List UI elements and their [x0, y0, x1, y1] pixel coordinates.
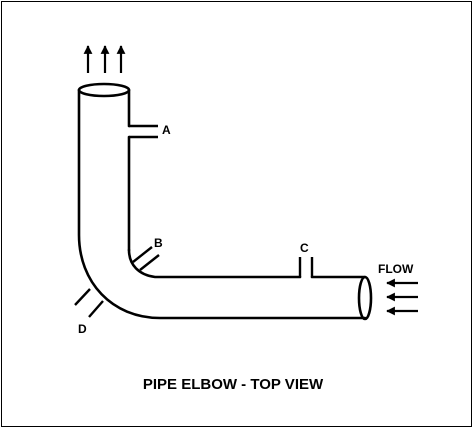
label-d: D: [78, 322, 87, 336]
label-b: B: [154, 236, 163, 250]
tap-d: [74, 288, 104, 318]
pipe-top-opening: [77, 82, 131, 98]
pipe-right-opening: [357, 275, 373, 321]
label-c: C: [300, 241, 309, 255]
pipe-body: [77, 82, 373, 321]
pipe-inner-wall-bend: [127, 248, 302, 279]
tap-a: [129, 124, 158, 139]
label-flow: FLOW: [378, 262, 414, 276]
arrow-up-icon: [83, 45, 126, 73]
pipe-outer-wall: [77, 88, 367, 320]
arrow-left-icon: [386, 278, 418, 316]
label-a: A: [162, 123, 171, 137]
figure-title: PIPE ELBOW - TOP VIEW: [143, 376, 324, 393]
tap-b: [132, 246, 160, 271]
tap-c: [298, 257, 314, 277]
